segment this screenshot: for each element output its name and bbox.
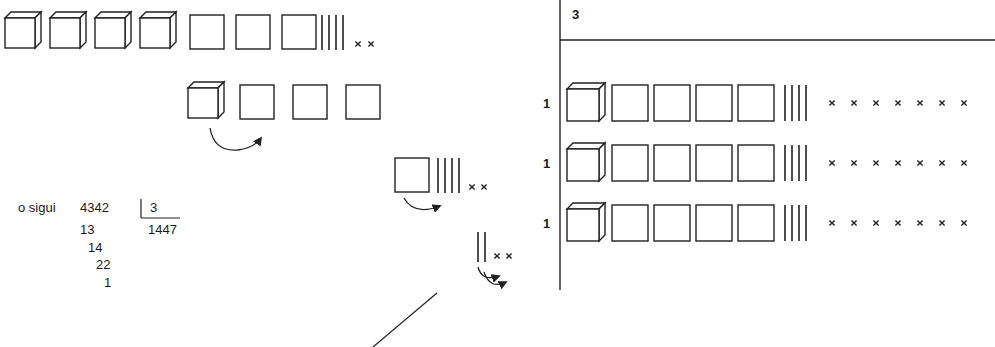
unit-mark — [939, 100, 944, 105]
rod-block — [791, 85, 793, 121]
unit-mark — [961, 100, 966, 105]
flat-block — [190, 15, 224, 49]
flat-block — [612, 205, 648, 241]
rod-block — [458, 158, 460, 193]
cube-block — [567, 83, 605, 121]
rod-block — [791, 145, 793, 181]
unit-mark — [917, 160, 922, 165]
unit-mark — [829, 220, 834, 225]
division-bracket — [141, 217, 180, 218]
unit-mark — [481, 184, 486, 189]
unit-mark — [873, 160, 878, 165]
cube-block — [567, 143, 605, 181]
partial-remainder: 14 — [88, 241, 102, 254]
rod-block — [784, 85, 786, 121]
cube-block — [95, 12, 131, 48]
cube-block — [50, 12, 86, 48]
unit-mark — [851, 160, 856, 165]
quotient-digit: 1 — [543, 157, 550, 170]
division-bar — [559, 0, 560, 290]
unit-mark — [961, 160, 966, 165]
rod-block — [805, 145, 807, 181]
partial-remainder: 13 — [80, 223, 94, 236]
remainder-number: 1 — [104, 276, 111, 289]
cube-block — [140, 12, 176, 48]
division-bar — [560, 39, 995, 40]
unit-mark — [895, 220, 900, 225]
rod-block — [328, 15, 330, 50]
rod-block — [437, 158, 439, 193]
carry-arrow — [484, 272, 506, 284]
flat-block — [738, 205, 774, 241]
quotient-number: 1447 — [148, 223, 177, 236]
rod-block — [798, 85, 800, 121]
unit-mark — [917, 100, 922, 105]
cube-block — [5, 12, 41, 48]
rod-block — [335, 15, 337, 50]
rod-block — [342, 15, 344, 50]
cube-block — [567, 203, 605, 241]
flat-block — [738, 145, 774, 181]
flat-block — [654, 205, 690, 241]
flat-block — [696, 205, 732, 241]
unit-mark — [469, 184, 474, 189]
unit-mark — [939, 220, 944, 225]
flat-block — [696, 85, 732, 121]
rod-block — [451, 158, 453, 193]
rod-block — [321, 15, 323, 50]
stray-stroke — [373, 293, 437, 347]
rod-block — [784, 205, 786, 241]
flat-block — [654, 85, 690, 121]
unit-mark — [506, 253, 511, 258]
unit-mark — [829, 100, 834, 105]
divisor-number: 3 — [150, 201, 157, 214]
flat-block — [696, 145, 732, 181]
unit-mark — [895, 100, 900, 105]
unit-mark — [939, 160, 944, 165]
flat-block — [395, 158, 429, 192]
rod-block — [805, 85, 807, 121]
flat-block — [612, 145, 648, 181]
quotient-digit: 1 — [543, 97, 550, 110]
rod-block — [791, 205, 793, 241]
unit-mark — [829, 160, 834, 165]
unit-mark — [368, 41, 373, 46]
unit-mark — [873, 100, 878, 105]
rod-block — [798, 205, 800, 241]
unit-mark — [895, 160, 900, 165]
rod-block — [784, 145, 786, 181]
rod-block — [477, 232, 479, 262]
flat-block — [293, 85, 327, 119]
rod-block — [444, 158, 446, 193]
partial-remainder: 22 — [96, 258, 110, 271]
flat-block — [612, 85, 648, 121]
unit-mark — [851, 220, 856, 225]
unit-mark — [917, 220, 922, 225]
rod-block — [798, 145, 800, 181]
unit-mark — [355, 41, 360, 46]
division-bracket — [140, 199, 141, 218]
rod-block — [805, 205, 807, 241]
flat-block — [738, 85, 774, 121]
carry-arrow — [478, 267, 499, 278]
unit-mark — [494, 253, 499, 258]
cube-block — [188, 82, 224, 118]
flat-block — [346, 85, 380, 119]
flat-block — [240, 85, 274, 119]
carry-arrow — [210, 128, 261, 150]
carry-arrow — [404, 198, 440, 210]
unit-mark — [851, 100, 856, 105]
rod-block — [484, 232, 486, 262]
flat-block — [236, 15, 270, 49]
flat-block — [654, 145, 690, 181]
flat-block — [282, 15, 316, 49]
unit-mark — [961, 220, 966, 225]
divisor-number: 3 — [572, 8, 579, 21]
note-text: o sigui — [18, 201, 56, 214]
quotient-digit: 1 — [543, 217, 550, 230]
dividend-number: 4342 — [80, 201, 109, 214]
unit-mark — [873, 220, 878, 225]
